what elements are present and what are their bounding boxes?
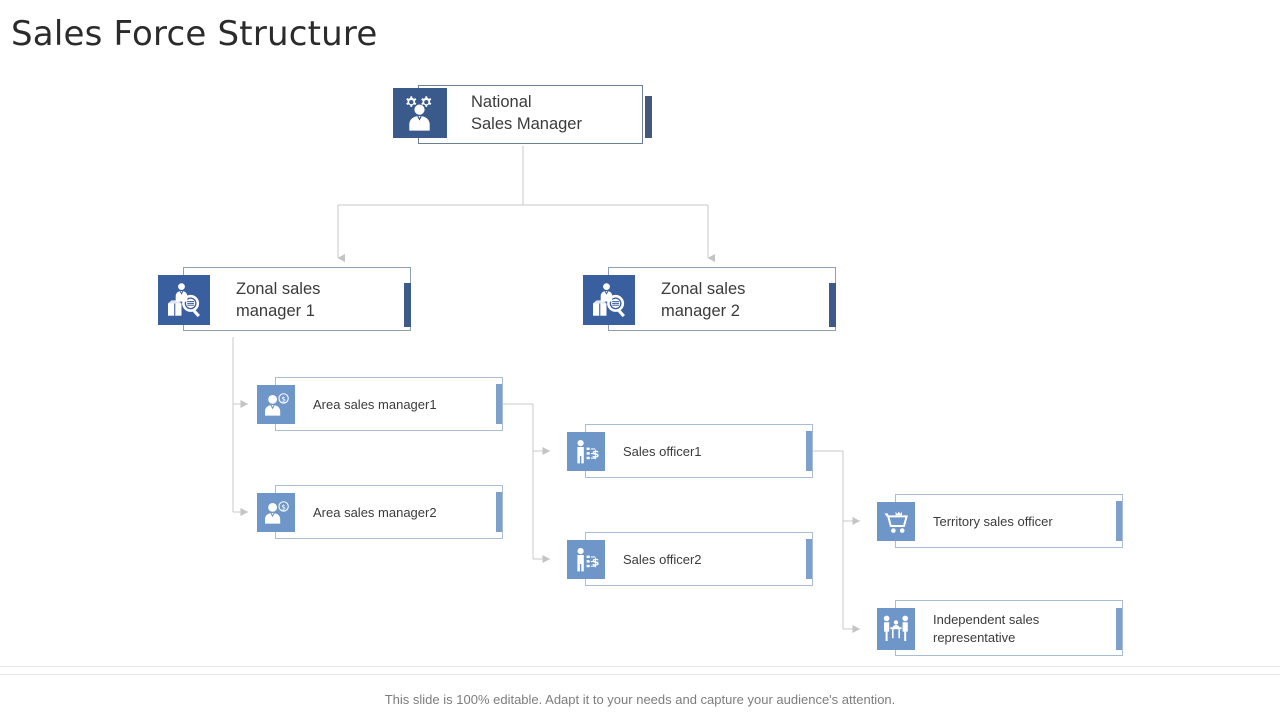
node-frame [585,424,813,478]
node-accent-bar-zonal-1 [404,283,411,327]
footer-divider-bottom [0,674,1280,675]
svg-text:$: $ [281,394,286,403]
two-people-table-icon [877,608,915,650]
node-sales-officer2[interactable]: $ Sales officer2 [567,532,813,586]
node-zonal-sales-manager-2[interactable]: Zonal sales manager 2 [583,267,839,333]
node-frame [275,485,503,539]
presenter-magnifier-icon [158,275,210,325]
node-label: National Sales Manager [471,92,582,133]
presenter-magnifier-icon [583,275,635,325]
node-national-sales-manager[interactable]: National Sales Manager [393,85,653,146]
people-gears-icon [393,88,447,138]
node-frame [585,532,813,586]
person-dollar-badge-icon: $ [257,493,295,532]
person-checklist-dollar-icon: $ [567,540,605,579]
node-independent-sales-representative[interactable]: Independent sales representative [877,600,1123,656]
node-accent-bar-officer-2 [806,539,812,579]
node-label: Territory sales officer [933,513,1053,529]
node-territory-sales-officer[interactable]: Territory sales officer [877,494,1123,548]
svg-text:$: $ [592,447,600,460]
node-accent-bar-national [645,96,652,138]
node-area-sales-manager1[interactable]: $ Area sales manager1 [257,377,503,431]
node-area-sales-manager2[interactable]: $ Area sales manager2 [257,485,503,539]
page-title: Sales Force Structure [11,14,378,54]
node-accent-bar-area-1 [496,384,502,424]
footer-note: This slide is 100% editable. Adapt it to… [384,692,896,707]
node-label: Zonal sales manager 2 [661,279,746,320]
node-accent-bar-independent [1116,608,1122,650]
node-accent-bar-zonal-2 [829,283,836,327]
svg-text:$: $ [592,555,600,568]
node-label: Area sales manager2 [313,504,437,520]
node-zonal-sales-manager-1[interactable]: Zonal sales manager 1 [158,267,414,333]
node-accent-bar-territory [1116,501,1122,541]
node-frame [895,600,1123,656]
person-checklist-dollar-icon: $ [567,432,605,471]
shopping-cart-icon [877,502,915,541]
node-label: Sales officer1 [623,443,702,459]
node-label: Independent sales representative [933,612,1040,645]
node-label: Area sales manager1 [313,396,437,412]
node-accent-bar-officer-1 [806,431,812,471]
node-frame [275,377,503,431]
footer-divider-top [0,666,1280,667]
node-frame [895,494,1123,548]
node-label: Zonal sales manager 1 [236,279,321,320]
svg-text:$: $ [281,502,286,511]
node-sales-officer1[interactable]: $ Sales officer1 [567,424,813,478]
node-frame [183,267,411,331]
node-accent-bar-area-2 [496,492,502,532]
node-frame [418,85,643,144]
person-dollar-badge-icon: $ [257,385,295,424]
node-label: Sales officer2 [623,551,702,567]
